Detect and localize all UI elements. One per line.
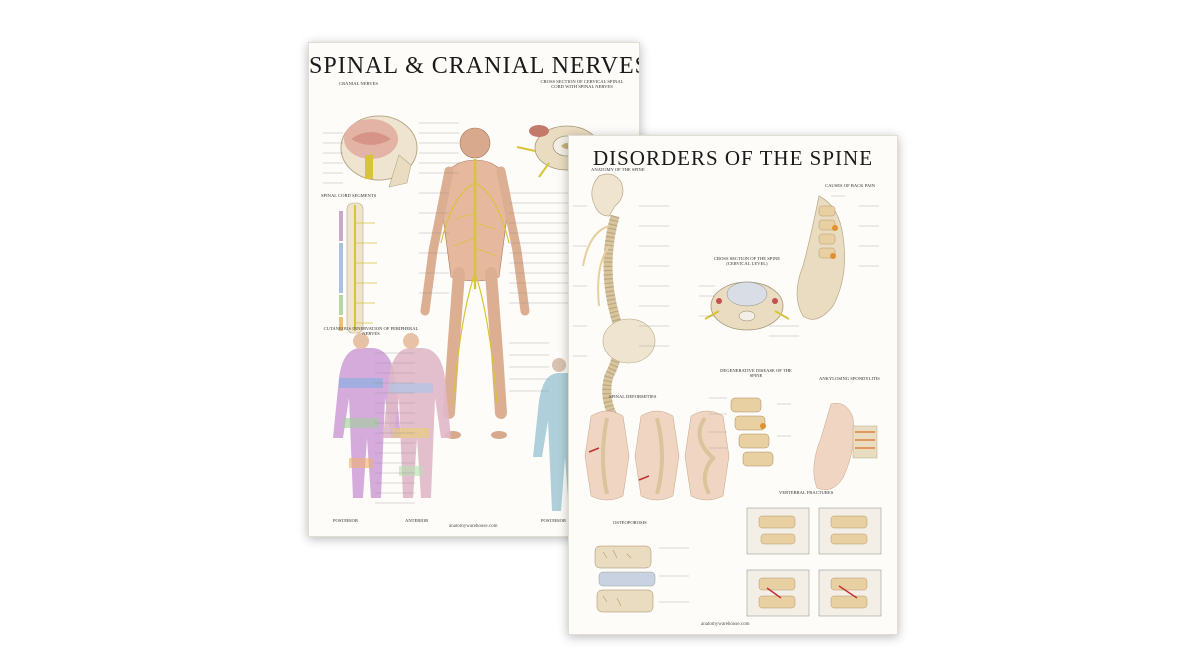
spinal-segments-illustration [339,202,377,334]
nervous-system-figure [420,127,530,439]
section-label: VERTEBRAL FRACTURES [779,490,834,495]
cutaneous-innervation-figures [333,333,597,511]
poster-footer: anatomywarehouse.com [449,524,498,529]
section-label: CROSS SECTION OF THE SPINE (CERVICAL LEV… [713,256,781,266]
section-label: ANTERIOR [405,518,429,523]
section-label: OSTEOPOROSIS [613,520,647,525]
section-label: POSTERIOR [541,518,567,523]
section-label: DEGENERATIVE DISEASE OF THE SPINE [720,368,792,378]
poster-footer: anatomywarehouse.com [701,622,750,627]
spinal-deformities-illustration [584,410,730,501]
fracture-vertebrae [758,515,868,609]
head-illustration [340,115,418,188]
vertebral-fractures-illustration [746,507,882,617]
spine-anatomy-illustration [582,173,656,419]
osteoporosis-illustration [594,545,656,613]
poster-illustration [573,173,882,617]
poster-title: SPINAL & CRANIAL NERVES [309,53,640,79]
label-lines [323,122,569,504]
ankylosing-spondylitis-illustration [813,403,878,490]
cross-section-illustration [704,281,790,331]
poster-disorders-of-the-spine: DISORDERS OF THE SPINE ANATOMY OF THE SP… [568,135,898,635]
poster-title: DISORDERS OF THE SPINE [592,146,874,170]
section-label: CRANIAL NERVES [339,81,378,86]
back-pain-illustration [796,195,845,320]
section-label: ANATOMY OF THE SPINE [591,167,645,172]
fracture-arrows [766,585,858,599]
section-label: POSTERIOR [333,518,359,523]
label-lines [573,195,879,603]
section-label: CAUSES OF BACK PAIN [825,183,875,188]
section-label: CROSS SECTION OF CERVICAL SPINAL CORD WI… [540,79,624,89]
section-label: CUTANEOUS INNERVATION OF PERIPHERAL NERV… [323,326,419,336]
section-label: ANKYLOSING SPONDYLITIS [819,376,880,381]
degenerative-disease-illustration [730,397,774,467]
section-label: SPINAL DEFORMITIES [609,394,657,399]
section-label: SPINAL CORD SEGMENTS [321,193,377,198]
